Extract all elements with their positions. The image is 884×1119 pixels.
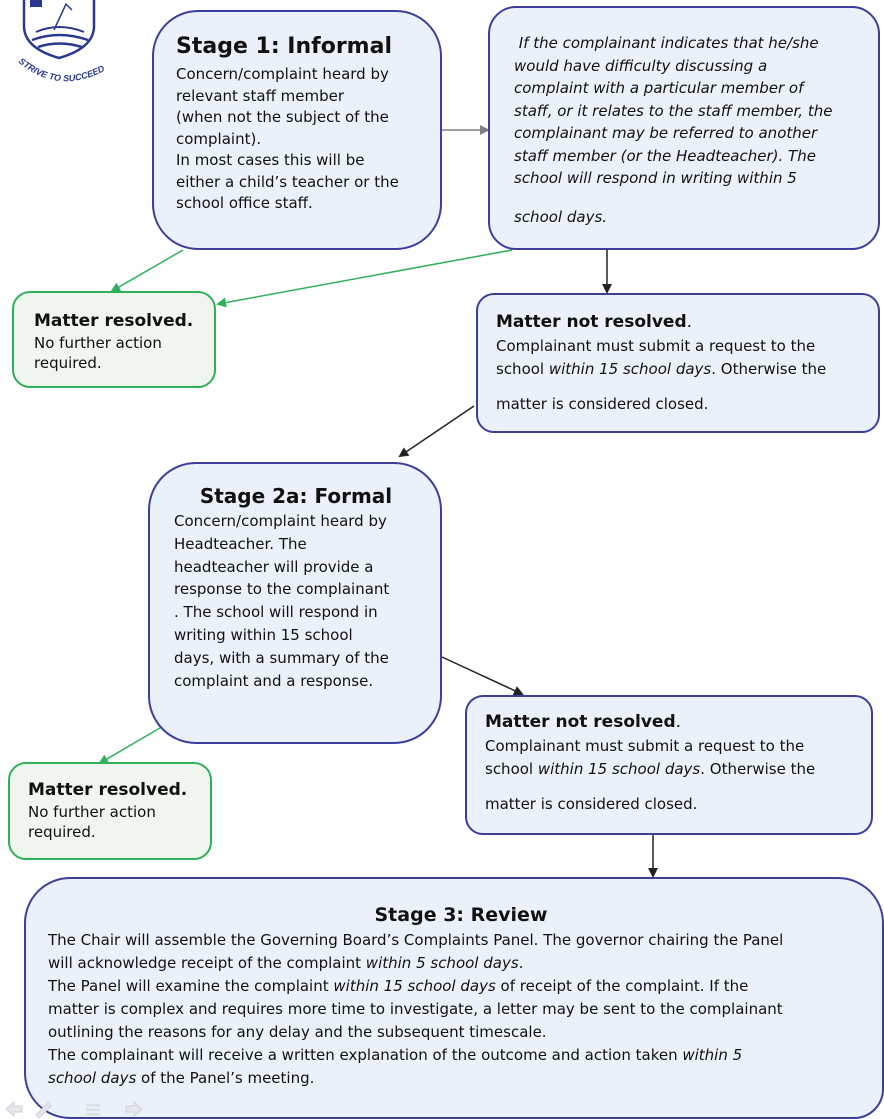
matter-not-resolved-box-1: Matter not resolved. Complainant must su… [476, 293, 880, 433]
text-line: The Chair will assemble the Governing Bo… [48, 931, 784, 949]
text-line: In most cases this will be [176, 151, 365, 169]
text-fragment: of receipt of the complaint. If the [495, 977, 749, 995]
text-line: matter is complex and requires more time… [48, 1000, 783, 1018]
stage-2a-title: Stage 2a: Formal [199, 484, 393, 508]
text-fragment: will acknowledge receipt of the complain… [48, 954, 366, 972]
matter-resolved-box-1: Matter resolved. No further action requi… [12, 291, 216, 388]
text-line: Complainant must submit a request to the [496, 337, 816, 355]
arrow-stage1-to-resolved-1 [110, 249, 184, 293]
text-line: If the complainant indicates that he/she [514, 34, 819, 52]
stage-1-text: Concern/complaint heard by relevant staf… [176, 64, 430, 215]
school-crest-icon: STRIVE TO SUCCEED [17, 0, 107, 83]
text-line: school office staff. [176, 194, 313, 212]
deadline-text: within 15 school days [537, 760, 701, 778]
crest-motto: STRIVE TO SUCCEED [17, 56, 107, 83]
text-fragment: . Otherwise the [711, 360, 827, 378]
stage-3-box: Stage 3: Review The Chair will assemble … [24, 877, 884, 1119]
matter-resolved-title: Matter resolved. [34, 311, 194, 331]
matter-not-resolved-title: Matter not resolved. [485, 709, 863, 735]
text-line: staff member (or the Headteacher). The [514, 146, 816, 165]
text-line: school days. [514, 207, 608, 226]
matter-not-resolved-text: Complainant must submit a request to the… [485, 735, 863, 816]
text-line: headteacher will provide a [174, 557, 374, 576]
text-line: relevant staff member [176, 86, 345, 105]
title-text: Matter not resolved [485, 712, 676, 732]
text-line: complainant may be referred to another [514, 124, 818, 142]
deadline-text: school days [48, 1069, 137, 1087]
text-line: required. [28, 823, 96, 841]
stage-3-title: Stage 3: Review [374, 904, 548, 926]
text-line: Headteacher. The [174, 534, 307, 553]
slide-navigation [5, 1100, 143, 1118]
text-fragment: The complainant will receive a written e… [48, 1046, 683, 1064]
matter-resolved-text: No further action required. [34, 333, 204, 373]
matter-resolved-text: No further action required. [28, 802, 200, 842]
text-fragment: . [518, 954, 524, 972]
text-line: The complainant will receive a written e… [48, 1044, 874, 1067]
matter-not-resolved-text: Complainant must submit a request to the… [496, 335, 870, 416]
text-line: complaint with a particular member of [514, 79, 804, 97]
text-line: school days of the Panel’s meeting. [48, 1067, 874, 1090]
text-line: No further action [28, 803, 156, 821]
arrow-note-to-resolved-1 [216, 249, 513, 308]
text-fragment: . Otherwise the [700, 760, 816, 778]
text-line: either a child’s teacher or the [176, 172, 399, 191]
title-period: . [675, 712, 682, 732]
text-line: will acknowledge receipt of the complain… [48, 952, 874, 975]
text-line: writing within 15 school [174, 625, 353, 644]
stage-2a-text: Concern/complaint heard by Headteacher. … [174, 510, 430, 692]
stage-2a-box: Stage 2a: Formal Concern/complaint heard… [148, 462, 442, 744]
text-line: would have difficulty discussing a [514, 56, 768, 75]
stage-1-box: Stage 1: Informal Concern/complaint hear… [152, 10, 442, 250]
text-line: No further action [34, 334, 162, 352]
matter-resolved-box-2: Matter resolved. No further action requi… [8, 762, 212, 860]
school-crest: STRIVE TO SUCCEED [14, 0, 118, 92]
text-line: Concern/complaint heard by [174, 512, 387, 530]
text-line: days, with a summary of the [174, 648, 389, 667]
text-line: outlining the reasons for any delay and … [48, 1023, 547, 1041]
text-fragment: The Panel will examine the complaint [48, 977, 334, 995]
referral-note-box: If the complainant indicates that he/she… [488, 6, 880, 250]
text-line: matter is considered closed. [485, 795, 698, 813]
stage-1-title: Stage 1: Informal [176, 34, 392, 59]
text-line: complaint and a response. [174, 671, 374, 690]
arrow-not-resolved-1-to-stage2a [398, 405, 475, 458]
deadline-text: within 5 school days [365, 954, 519, 972]
matter-not-resolved-box-2: Matter not resolved. Complainant must su… [465, 695, 873, 835]
text-line: school within 15 school days. Otherwise … [496, 358, 870, 381]
menu-icon[interactable] [86, 1104, 100, 1116]
text-line: Concern/complaint heard by [176, 65, 389, 83]
text-line: response to the complainant [174, 580, 390, 599]
svg-text:STRIVE TO SUCCEED: STRIVE TO SUCCEED [17, 56, 107, 83]
text-fragment: of the Panel’s meeting. [136, 1069, 315, 1087]
text-line: school will respond in writing within 5 [514, 169, 797, 187]
text-line: staff, or it relates to the staff member… [514, 101, 833, 120]
text-line: (when not the subject of the [176, 108, 389, 126]
title-period: . [686, 312, 693, 332]
deadline-text: within 15 school days [333, 977, 496, 995]
pen-icon[interactable] [35, 1102, 52, 1118]
stage-3-text: The Chair will assemble the Governing Bo… [48, 929, 874, 1090]
referral-note-text: If the complainant indicates that he/she… [514, 32, 870, 228]
previous-slide-icon[interactable] [5, 1100, 23, 1118]
deadline-text: within 15 school days [548, 360, 712, 378]
next-slide-icon[interactable] [125, 1100, 143, 1118]
text-fragment: school [496, 360, 549, 378]
text-line: Complainant must submit a request to the [485, 737, 805, 755]
text-line: complaint). [176, 129, 262, 148]
matter-resolved-title: Matter resolved. [28, 780, 188, 800]
text-line: matter is considered closed. [496, 395, 709, 413]
title-text: Matter not resolved [496, 312, 687, 332]
text-line: school within 15 school days. Otherwise … [485, 758, 863, 781]
text-line: required. [34, 354, 102, 372]
text-line: . The school will respond in [174, 603, 378, 622]
deadline-text: within 5 [682, 1046, 743, 1064]
text-line: The Panel will examine the complaint wit… [48, 975, 874, 998]
text-fragment: school [485, 760, 538, 778]
arrow-stage2a-to-not-resolved-2 [441, 656, 524, 696]
matter-not-resolved-title: Matter not resolved. [496, 309, 870, 335]
